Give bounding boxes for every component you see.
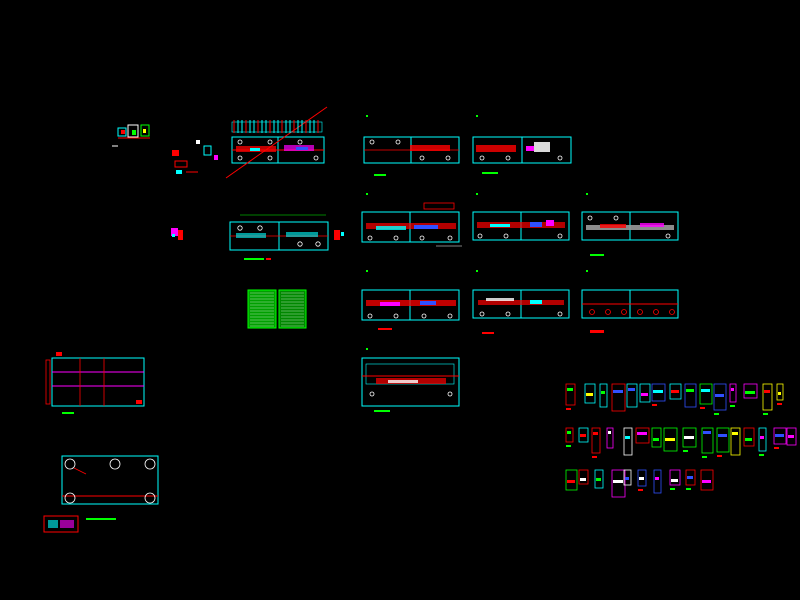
plan-strip-1-section-ticks (233, 120, 319, 133)
drawing-schedule-table[interactable] (247, 289, 307, 329)
elevation-detail-1[interactable] (45, 352, 145, 414)
elevation-detail-2[interactable] (43, 455, 159, 533)
panel-r1-c2[interactable] (472, 136, 572, 174)
detail-symbol-cluster-mid[interactable] (171, 140, 218, 240)
plan-strip-2[interactable] (229, 214, 344, 260)
panel-r2-c1[interactable] (361, 202, 462, 247)
schedule-table-rows (250, 292, 304, 327)
plan-strip-1[interactable] (225, 106, 328, 179)
panel-r3-c3[interactable] (581, 289, 679, 333)
panel-r3-c2[interactable] (472, 289, 570, 334)
panel-r4-c1[interactable] (361, 357, 460, 412)
panel-r2-c2[interactable] (472, 211, 570, 241)
panel-r2-c3[interactable] (581, 211, 679, 256)
panel-r3-c1[interactable] (361, 289, 460, 330)
panel-section-markers (366, 115, 588, 350)
detail-symbol-cluster-left[interactable] (112, 124, 150, 147)
panel-r1-c1[interactable] (363, 136, 460, 176)
connection-details-cluster[interactable] (565, 383, 797, 498)
